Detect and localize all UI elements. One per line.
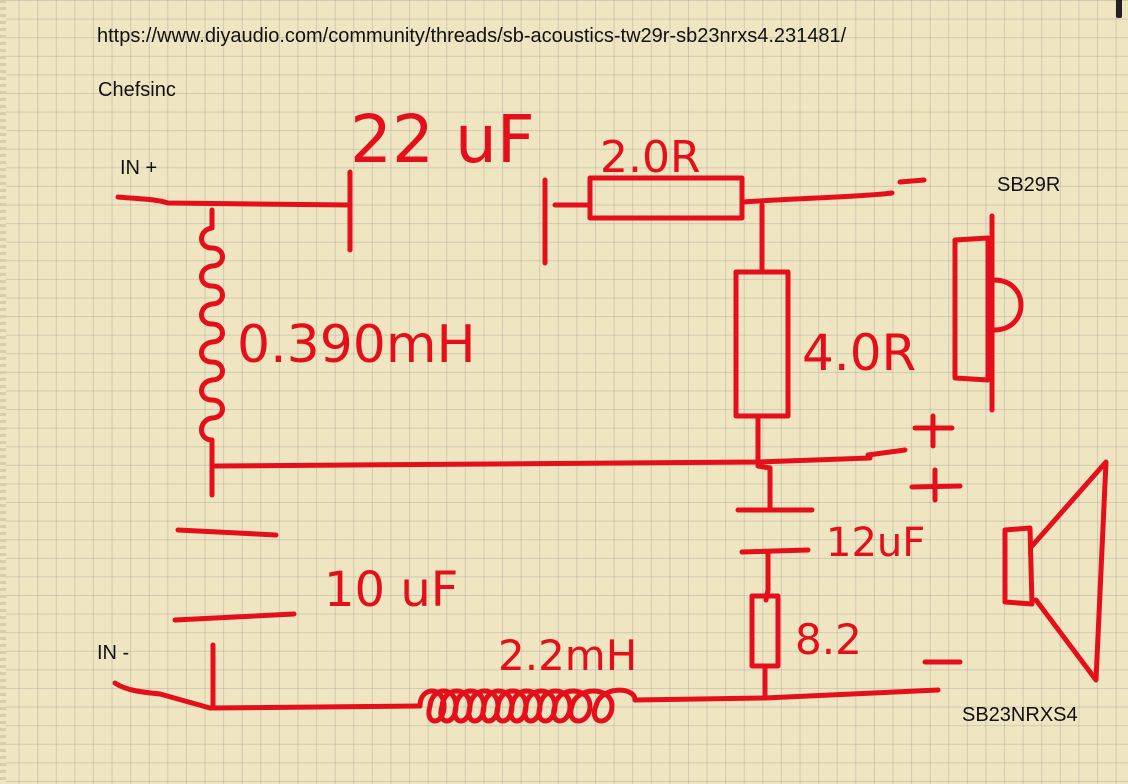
paper-binding-edge bbox=[0, 0, 6, 784]
tweeter-symbol bbox=[952, 213, 1024, 413]
resistor-2r0-symbol bbox=[587, 175, 745, 221]
capacitor-12uf-symbol bbox=[735, 507, 815, 603]
woofer-plus-mark bbox=[909, 467, 963, 503]
capacitor-12uf-label: 12uF bbox=[826, 520, 925, 566]
resistor-4r0-symbol bbox=[733, 269, 791, 419]
inductor-0390mh-label: 0.390mH bbox=[237, 315, 476, 375]
woofer-symbol bbox=[1002, 459, 1109, 683]
tweeter-plus-mark bbox=[912, 413, 955, 449]
shunt-wire bbox=[755, 202, 773, 511]
bottom-rail-wire bbox=[112, 659, 963, 711]
capacitor-22uf-symbol bbox=[347, 169, 548, 266]
capacitor-22uf-label: 22 uF bbox=[350, 101, 535, 178]
author-name: Chefsinc bbox=[98, 79, 176, 101]
inductor-22mh-label: 2.2mH bbox=[498, 631, 637, 680]
top-rail-wire bbox=[115, 177, 927, 208]
woofer-label: SB23NRXS4 bbox=[962, 704, 1078, 726]
source-url[interactable]: https://www.diyaudio.com/community/threa… bbox=[97, 25, 847, 47]
resistor-8r2-symbol bbox=[749, 593, 781, 669]
window-corner-marker bbox=[1116, 0, 1122, 18]
resistor-4r0-label: 4.0R bbox=[802, 324, 916, 382]
tweeter-label: SB29R bbox=[997, 174, 1061, 196]
resistor-2r0-label: 2.0R bbox=[600, 132, 701, 183]
input-negative-label: IN - bbox=[97, 642, 130, 664]
capacitor-10uf-symbol bbox=[172, 527, 297, 709]
inductor-0390mh-symbol bbox=[199, 207, 225, 498]
input-positive-label: IN + bbox=[120, 157, 158, 179]
inductor-22mh-symbol bbox=[417, 687, 638, 724]
capacitor-10uf-label: 10 uF bbox=[324, 562, 458, 618]
resistor-8r2-label: 8.2 bbox=[795, 615, 862, 664]
tweeter-return-wire bbox=[212, 447, 908, 469]
